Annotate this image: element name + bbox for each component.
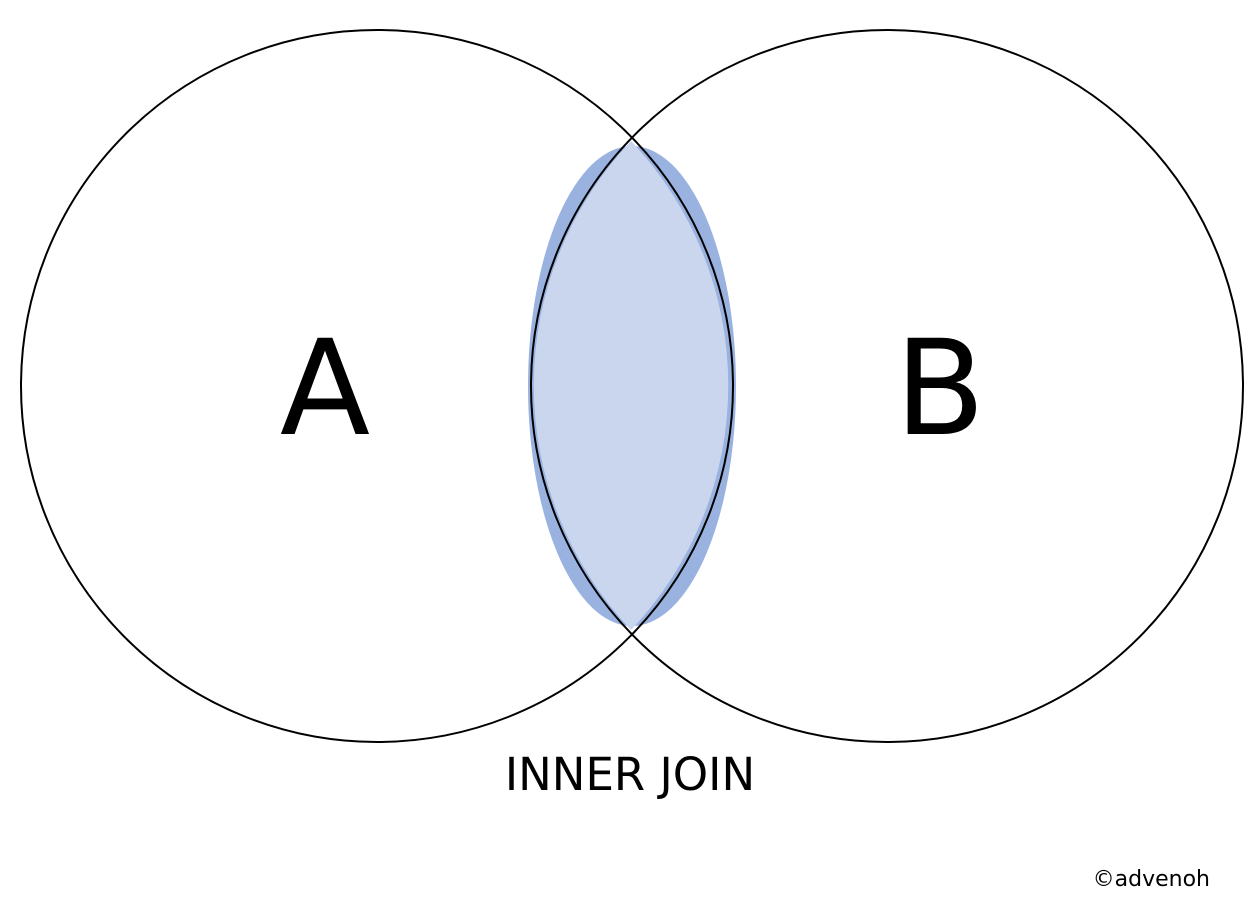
set-a-circle (20, 29, 734, 743)
set-b-label: B (895, 312, 986, 466)
set-b-circle (530, 29, 1244, 743)
diagram-caption: INNER JOIN (504, 748, 756, 801)
intersection-region (533, 141, 729, 630)
credit-text: ©advenoh (1092, 867, 1210, 892)
set-a-label: A (280, 312, 370, 466)
